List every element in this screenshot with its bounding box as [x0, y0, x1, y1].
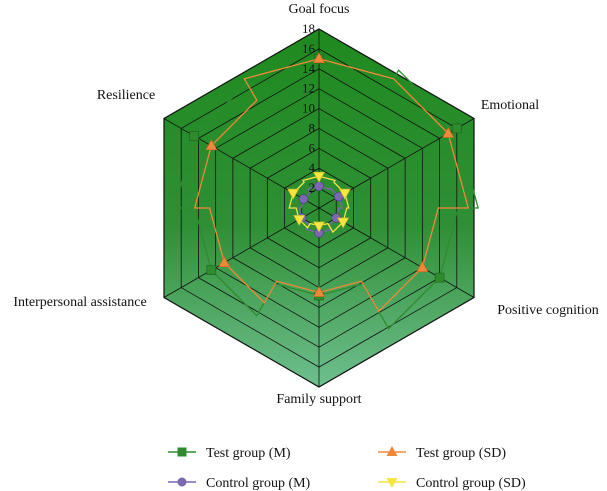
- data-point: [434, 272, 445, 283]
- legend-marker: [177, 447, 187, 457]
- legend-item: Test group (M): [168, 446, 291, 461]
- axis-label: Goal focus: [288, 2, 349, 17]
- data-point: [206, 265, 217, 275]
- tick-label: 2: [309, 180, 316, 195]
- tick-label: 18: [302, 21, 315, 36]
- legend-marker: [386, 446, 398, 456]
- data-point: [416, 261, 429, 272]
- tick-label: 8: [309, 120, 316, 135]
- tick-label: 16: [302, 41, 316, 56]
- legend-item: Control group (SD): [378, 476, 526, 491]
- tick-label: 10: [302, 101, 315, 116]
- data-point: [287, 188, 300, 200]
- data-point: [312, 285, 326, 297]
- series-4: [287, 171, 351, 234]
- tick-label: 4: [309, 160, 316, 175]
- data-point: [314, 181, 324, 191]
- tick-label: 14: [302, 61, 316, 76]
- legend-label: Test group (SD): [416, 446, 506, 461]
- data-point: [205, 139, 218, 151]
- data-point: [312, 52, 326, 64]
- legend-label: Control group (M): [206, 476, 311, 491]
- legend-item: Control group (M): [168, 476, 311, 491]
- axis-label: Positive cognition: [497, 303, 599, 318]
- legend-item: Test group (SD): [378, 446, 506, 461]
- tick-label: 6: [309, 140, 316, 155]
- radial-tick-labels: 2 4 6 8 10 12 14 16 18: [302, 21, 316, 195]
- axis-label: Family support: [276, 392, 361, 407]
- legend: Test group (M) Test group (SD) Control gro…: [168, 446, 526, 491]
- legend-label: Control group (SD): [416, 476, 526, 491]
- legend-marker: [177, 477, 187, 487]
- data-point: [298, 194, 309, 204]
- data-point: [189, 131, 199, 141]
- data-point: [293, 215, 306, 227]
- data-point: [337, 217, 350, 229]
- axis-label: Interpersonal assistance: [13, 295, 146, 310]
- data-point: [442, 126, 455, 138]
- axis-label: Resilience: [97, 88, 155, 103]
- tick-label: 12: [302, 81, 315, 96]
- data-point: [451, 123, 462, 134]
- data-point: [338, 188, 351, 200]
- series-layer: [173, 52, 479, 330]
- data-point: [312, 171, 326, 183]
- legend-marker: [386, 478, 398, 488]
- data-point: [218, 256, 231, 267]
- legend-label: Test group (M): [206, 446, 291, 461]
- axis-spoke: [163, 207, 320, 298]
- data-point: [312, 221, 326, 233]
- axis-label: Emotional: [481, 98, 539, 113]
- series-line: [193, 58, 470, 313]
- series-2: [193, 52, 470, 313]
